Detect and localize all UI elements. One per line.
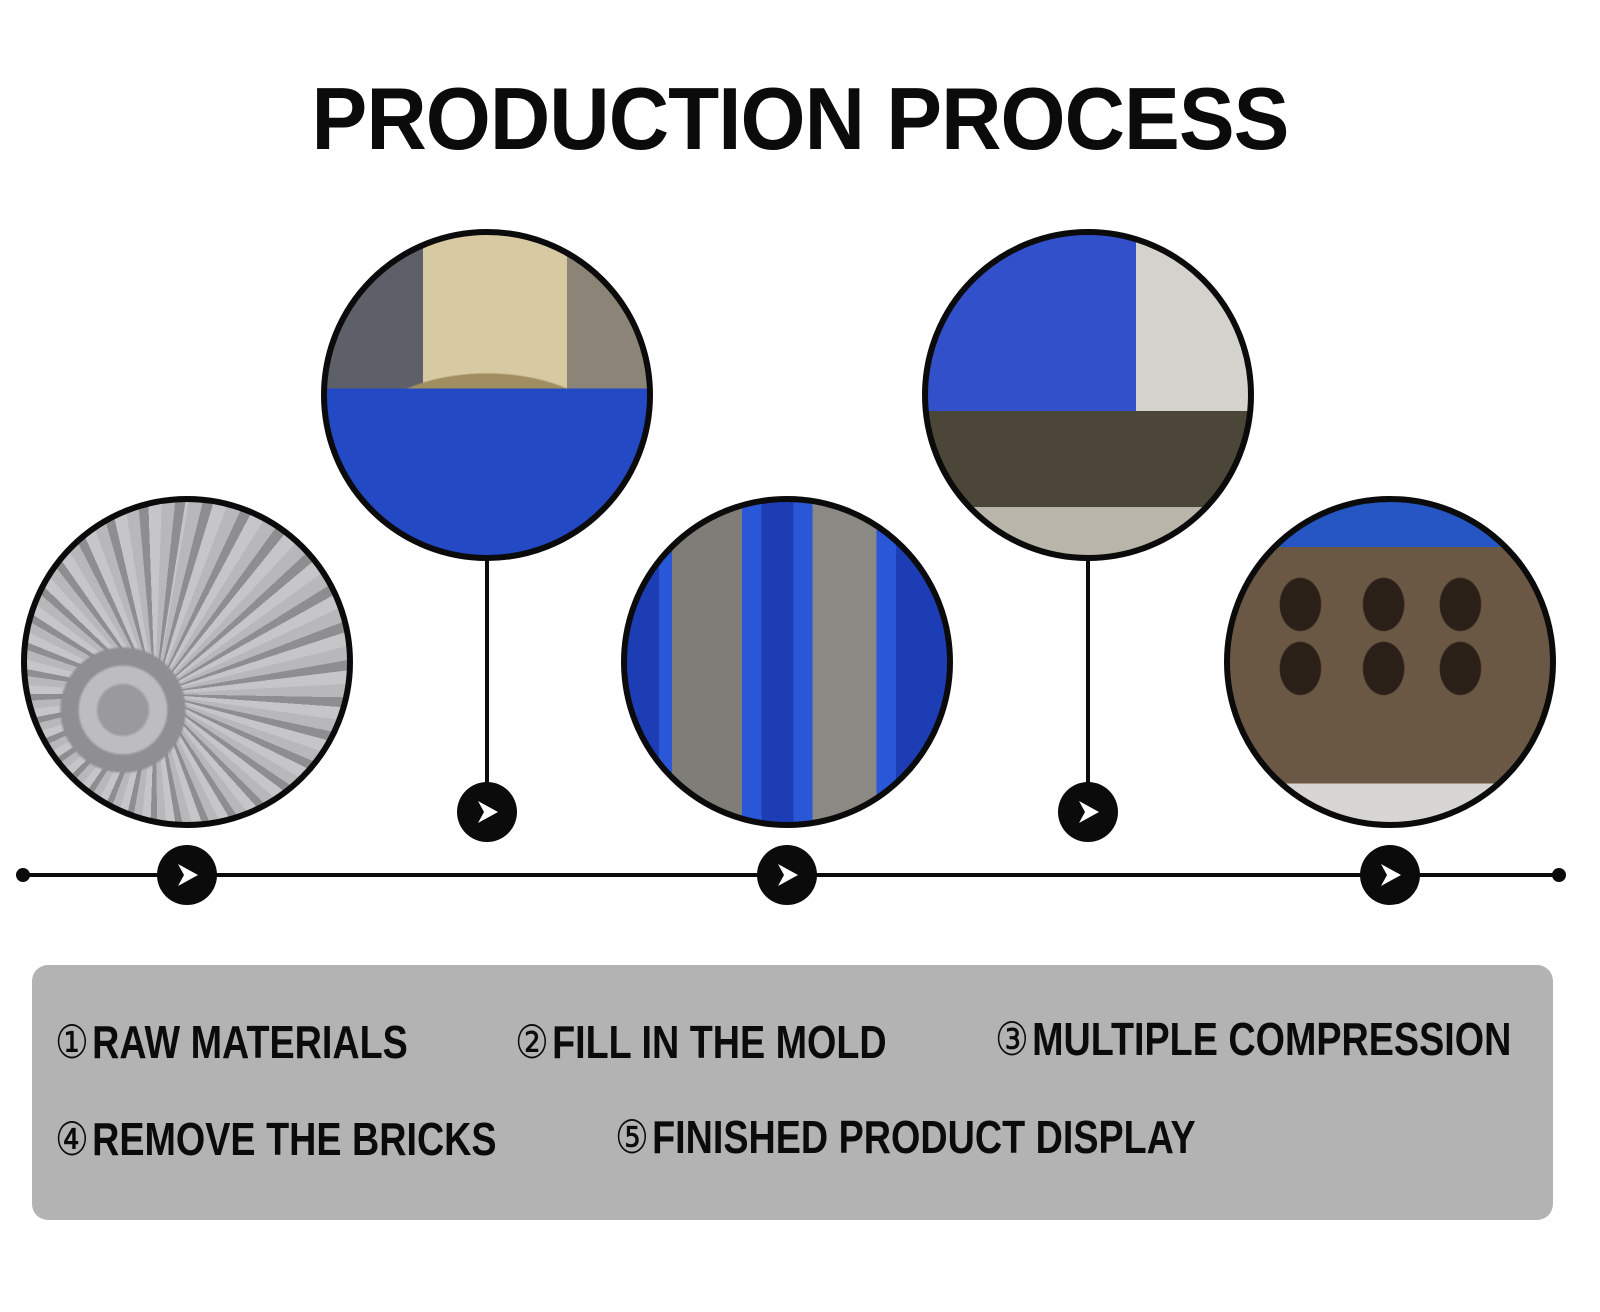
arrow-right-icon [1360, 845, 1420, 905]
step-text: MULTIPLE COMPRESSION [1032, 1013, 1512, 1065]
step-number: ④ [55, 1113, 89, 1165]
photo-finished-product [1224, 496, 1556, 828]
photo-multiple-compression [621, 496, 953, 828]
step-text: FILL IN THE MOLD [552, 1016, 887, 1068]
step-text: FINISHED PRODUCT DISPLAY [652, 1111, 1196, 1163]
steps-legend-panel [32, 965, 1553, 1220]
step-number: ⑤ [615, 1111, 649, 1163]
connector-line-4 [1086, 560, 1090, 785]
arrow-right-icon [457, 782, 517, 842]
photo-raw-materials [21, 496, 353, 828]
connector-line-2 [485, 560, 489, 785]
step-label-5: ⑤FINISHED PRODUCT DISPLAY [615, 1110, 1196, 1164]
photo-remove-bricks [922, 229, 1254, 561]
step-text: REMOVE THE BRICKS [92, 1113, 497, 1165]
arrow-right-icon [157, 845, 217, 905]
step-number: ② [515, 1016, 549, 1068]
step-label-1: ①RAW MATERIALS [55, 1015, 408, 1069]
step-label-3: ③MULTIPLE COMPRESSION [995, 1012, 1511, 1066]
timeline-end-dot [1552, 868, 1566, 882]
step-label-2: ②FILL IN THE MOLD [515, 1015, 887, 1069]
step-number: ③ [995, 1013, 1029, 1065]
arrow-right-icon [1058, 782, 1118, 842]
page-title: PRODUCTION PROCESS [311, 69, 1290, 168]
arrow-right-icon [757, 845, 817, 905]
step-label-4: ④REMOVE THE BRICKS [55, 1112, 497, 1166]
step-text: RAW MATERIALS [92, 1016, 408, 1068]
step-number: ① [55, 1016, 89, 1068]
timeline-start-dot [16, 868, 30, 882]
photo-fill-in-mold [321, 229, 653, 561]
